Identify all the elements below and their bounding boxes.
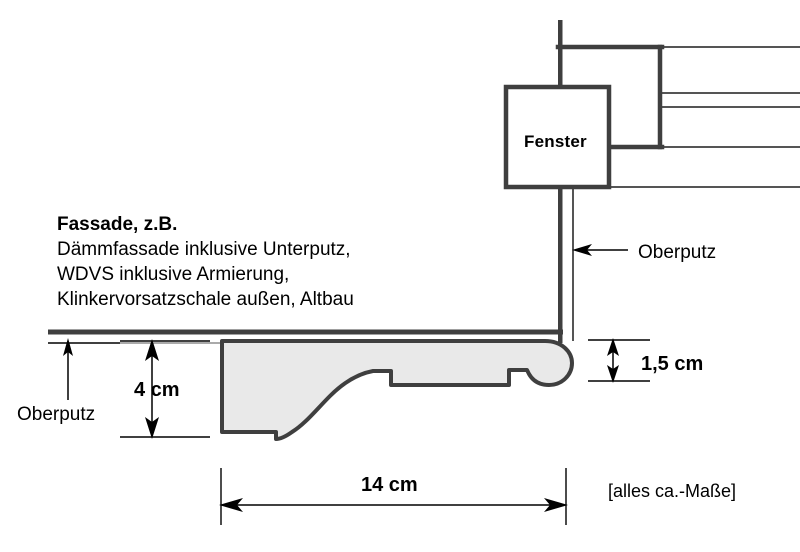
render-right-leader [572, 244, 628, 256]
facade-heading: Fassade, z.B. [57, 214, 178, 235]
dimension-label-4cm: 4 cm [134, 379, 180, 401]
footnote-approximate-measures: [alles ca.-Maße] [608, 481, 737, 501]
dim-15cm-arrowhead-top [607, 338, 619, 356]
stucco-profile-shape [220, 339, 574, 441]
dimension-height-1-5cm [588, 338, 650, 383]
dim-14cm-arrowhead-left [219, 498, 243, 512]
dim-4cm-arrowhead-bottom [145, 417, 159, 439]
facade-description-line-2: WDVS inklusive Armierung, [57, 264, 290, 285]
facade-description-line-1: Dämmfassade inklusive Unterputz, [57, 239, 351, 260]
window-box [503, 84, 612, 190]
dim-15cm-arrowhead-bottom [607, 365, 619, 383]
render-left-leader [48, 338, 120, 400]
window-reveal-box [555, 44, 665, 150]
render-left-label: Oberputz [17, 404, 96, 425]
render-right-leader-arrowhead [572, 244, 592, 256]
dimension-label-14cm: 14 cm [361, 474, 418, 496]
dimension-width-14cm [219, 468, 568, 525]
facade-description-line-3: Klinkervorsatzschale außen, Altbau [57, 289, 354, 310]
dimension-label-1-5cm: 1,5 cm [641, 353, 704, 375]
dim-14cm-arrowhead-right [544, 498, 568, 512]
render-right-label: Oberputz [638, 242, 717, 263]
window-label: Fenster [524, 132, 587, 151]
dimension-height-4cm [120, 339, 210, 439]
dim-4cm-arrowhead-top [145, 339, 159, 361]
render-left-leader-arrowhead [63, 338, 73, 356]
wall-construction-lines [610, 46, 800, 188]
